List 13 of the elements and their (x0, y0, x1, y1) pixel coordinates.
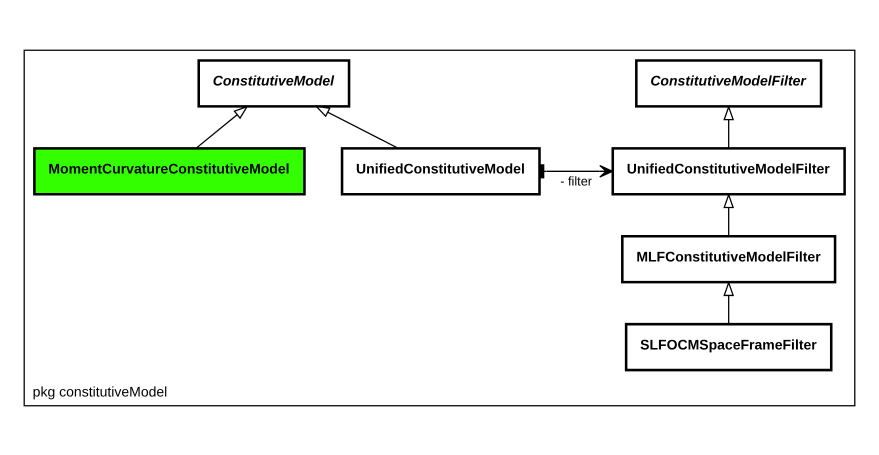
node-box: UnifiedConstitutiveModelFilter (611, 146, 846, 196)
arrow (723, 104, 734, 148)
edge-label: - filter (560, 172, 592, 188)
node-box: MomentCurvatureConstitutiveModel (33, 146, 306, 196)
node-box: UnifiedConstitutiveModel (340, 146, 541, 196)
arrow (540, 164, 614, 178)
node-box: ConstitutiveModelFilter (635, 58, 822, 108)
arrow (314, 105, 399, 148)
arrow (196, 104, 249, 148)
node-box: SLFOCMSpaceFrameFilter (624, 322, 832, 371)
node-box: ConstitutiveModel (197, 58, 350, 108)
arrow (723, 280, 734, 324)
node-box: MLFConstitutiveModelFilter (621, 234, 836, 283)
